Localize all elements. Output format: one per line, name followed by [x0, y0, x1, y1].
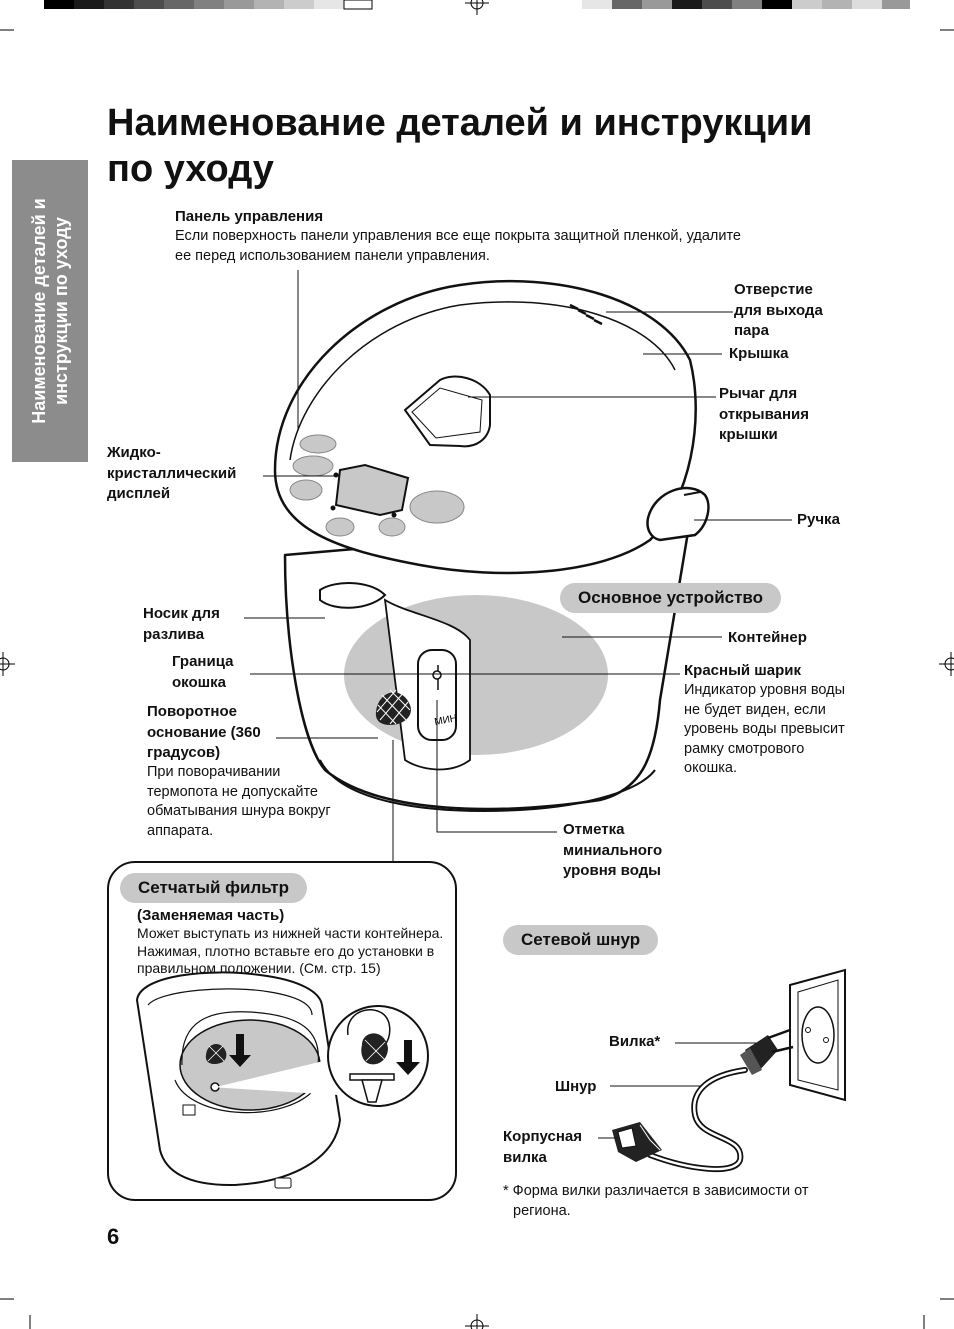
red-ball-text: Индикатор уровня воды не будет виден, ес… — [684, 682, 846, 776]
mesh-filter-subtitle: (Заменяемая часть) — [137, 907, 285, 924]
steam-vent-label: Отверстие для выхода пара — [734, 281, 823, 339]
side-tab: Наименование деталей и инструкции по ухо… — [12, 160, 88, 462]
appliance-plug-icon — [612, 1122, 662, 1162]
mesh-filter-icon — [375, 689, 411, 725]
window-frame-label: Граница окошка — [172, 653, 234, 691]
lid-lever-label: Рычаг для открывания крышки — [719, 385, 810, 443]
lcd-display — [334, 463, 410, 517]
lid-lever — [403, 375, 491, 448]
plug-icon — [740, 1028, 794, 1075]
appliance-plug-label: Корпусная вилка — [503, 1128, 583, 1166]
handle-label: Ручка — [797, 511, 840, 528]
swivel-base-text: При поворачивании термопота не допускайт… — [147, 764, 331, 839]
mesh-filter-text: Может выступать из нижней части контейне… — [137, 925, 444, 976]
power-cord-pill: Сетевой шнур — [503, 925, 659, 955]
min-mark-text: МИН — [434, 713, 458, 728]
page-title: Наименование деталей и инструкции по ухо… — [107, 102, 813, 190]
control-panel-text: Если поверхность панели управления все е… — [175, 228, 741, 264]
color-bar-left — [44, 0, 373, 10]
mesh-filter-pill: Сетчатый фильтр — [120, 873, 307, 903]
lid-label: Крышка — [729, 345, 789, 362]
cord-label: Шнур — [555, 1078, 597, 1095]
page-number: 6 — [107, 1224, 120, 1249]
control-panel-label: Панель управления — [175, 208, 324, 225]
min-level-label: Отметка миниального уровня воды — [563, 821, 663, 879]
spout-label: Носик для разлива — [143, 605, 220, 643]
pot-handle — [646, 486, 710, 542]
plug-note: * Форма вилки различается в зависимости … — [503, 1183, 809, 1219]
red-ball-label: Красный шарик — [684, 662, 801, 679]
plug-label: Вилка* — [609, 1033, 661, 1050]
swivel-base-label: Поворотное основание (360 градусов) — [147, 703, 261, 761]
container-label: Контейнер — [728, 629, 807, 646]
color-bar-right — [582, 0, 910, 9]
mesh-filter-box — [107, 861, 457, 1201]
main-unit-pill: Основное устройство — [560, 583, 782, 613]
lcd-label: Жидко-кристаллический дисплей — [107, 444, 237, 502]
